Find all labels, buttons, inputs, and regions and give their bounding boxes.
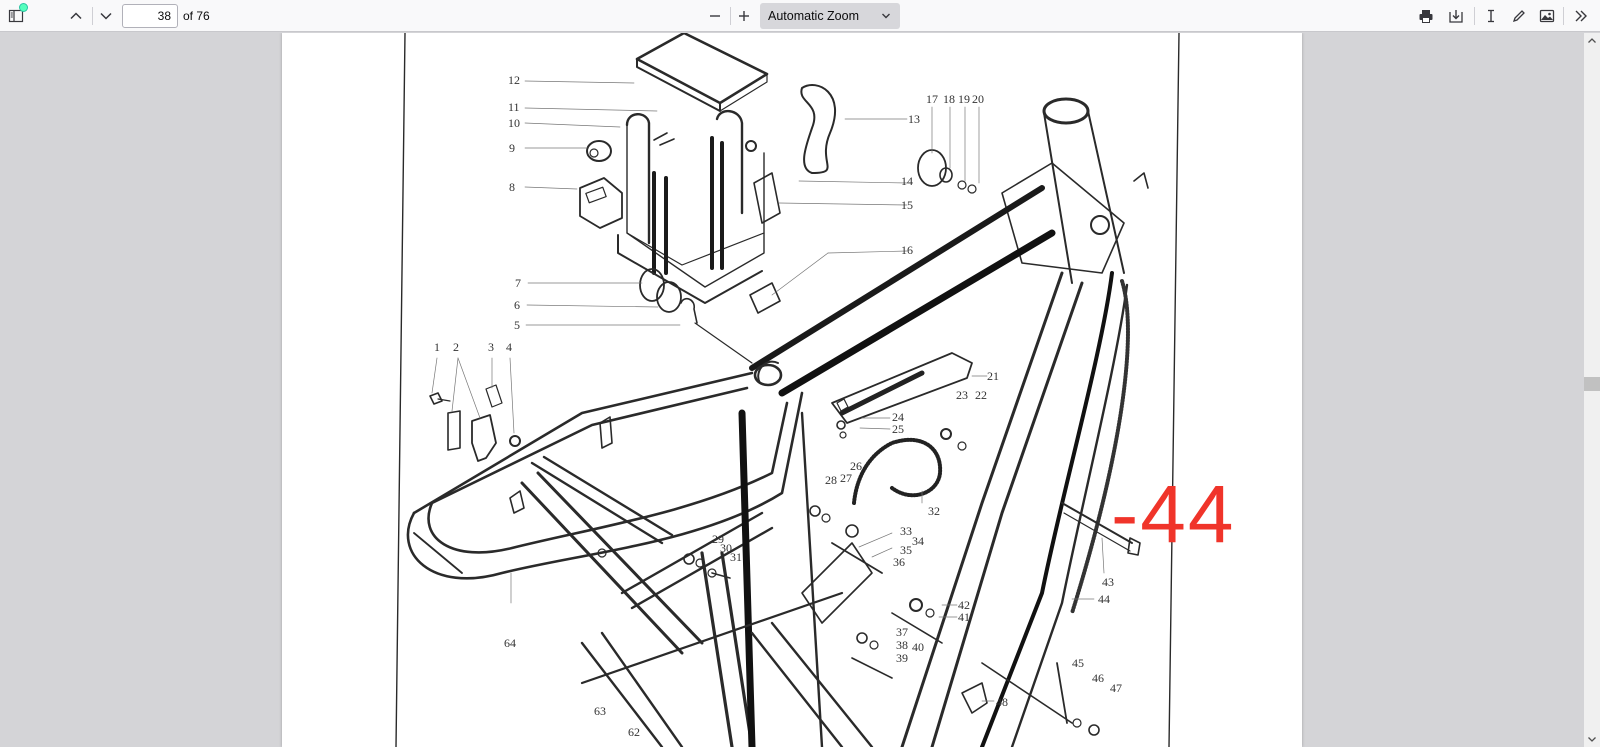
part-label: 32 — [928, 504, 940, 518]
part-label: 8 — [509, 180, 515, 194]
zoom-select[interactable]: Automatic Zoom — [760, 3, 900, 29]
handwritten-annotation: -44 — [1111, 469, 1236, 560]
part-label: 40 — [912, 640, 924, 654]
toolbar-separator — [92, 7, 93, 25]
toolbar-separator — [1563, 7, 1564, 25]
download-button[interactable] — [1443, 3, 1469, 29]
image-icon — [1539, 9, 1555, 23]
vertical-scrollbar[interactable] — [1584, 33, 1600, 747]
toolbar-separator — [1474, 7, 1475, 25]
notification-dot — [20, 4, 27, 11]
document-viewer[interactable]: 12 11 10 9 8 7 6 5 1 2 3 4 13 14 15 16 1… — [0, 33, 1600, 747]
part-label: 63 — [594, 704, 606, 718]
part-label: 36 — [893, 555, 905, 569]
part-label: 1 — [434, 340, 440, 354]
part-label: 16 — [901, 243, 913, 257]
part-label: 4 — [506, 340, 512, 354]
chevron-up-icon — [70, 12, 82, 20]
part-label: 46 — [1092, 671, 1104, 685]
part-label: 43 — [1102, 575, 1114, 589]
zoom-out-button[interactable] — [702, 3, 728, 29]
printer-icon — [1419, 10, 1433, 23]
part-label: 3 — [488, 340, 494, 354]
part-label: 29 — [712, 532, 724, 546]
sidebar-icon — [8, 9, 24, 23]
part-label: 45 — [1072, 656, 1084, 670]
part-label: 22 — [975, 388, 987, 402]
part-label: 20 — [972, 92, 984, 106]
part-label: 25 — [892, 422, 904, 436]
part-label: 7 — [515, 276, 521, 290]
part-label: 21 — [987, 369, 999, 383]
page-count-label: of 76 — [183, 9, 210, 23]
pdf-toolbar: of 76 Automatic Zoom — [0, 0, 1600, 32]
text-tool-button[interactable] — [1478, 3, 1504, 29]
part-label: 62 — [628, 725, 640, 739]
part-label: 33 — [900, 524, 912, 538]
toolbar-separator — [730, 7, 731, 25]
part-label: 39 — [896, 651, 908, 665]
part-label: 23 — [956, 388, 968, 402]
part-label: 37 — [896, 625, 908, 639]
part-label: 28 — [825, 473, 837, 487]
part-label: 18 — [943, 92, 955, 106]
part-label: 2 — [453, 340, 459, 354]
part-label: 35 — [900, 543, 912, 557]
pencil-icon — [1512, 10, 1525, 23]
print-button[interactable] — [1413, 3, 1439, 29]
pdf-page: 12 11 10 9 8 7 6 5 1 2 3 4 13 14 15 16 1… — [282, 33, 1302, 747]
tools-menu-button[interactable] — [1568, 3, 1594, 29]
image-tool-button[interactable] — [1534, 3, 1560, 29]
sidebar-toggle-button[interactable] — [3, 3, 29, 29]
part-label: 48 — [996, 695, 1008, 709]
chevron-down-icon — [100, 12, 112, 20]
part-label: 44 — [1098, 592, 1110, 606]
part-label: 34 — [912, 534, 924, 548]
part-label: 19 — [958, 92, 970, 106]
zoom-select-label: Automatic Zoom — [768, 9, 860, 23]
part-label: 6 — [514, 298, 520, 312]
part-label: 10 — [508, 116, 520, 130]
part-label: 24 — [892, 410, 904, 424]
part-label: 14 — [901, 174, 913, 188]
double-chevron-right-icon — [1575, 10, 1587, 22]
plus-icon — [739, 11, 749, 21]
minus-icon — [710, 15, 720, 17]
part-label: 41 — [958, 610, 970, 624]
chevron-down-icon — [882, 13, 890, 19]
part-label: 64 — [504, 636, 516, 650]
part-label: 26 — [850, 459, 862, 473]
download-icon — [1449, 10, 1463, 23]
previous-page-button[interactable] — [63, 3, 89, 29]
part-label: 5 — [514, 318, 520, 332]
part-label: 42 — [958, 598, 970, 612]
page-number-input[interactable] — [122, 4, 178, 28]
part-label: 30 — [720, 541, 732, 555]
scroll-down-arrow-icon[interactable] — [1587, 734, 1597, 744]
part-label: 38 — [896, 638, 908, 652]
draw-tool-button[interactable] — [1506, 3, 1532, 29]
part-label: 17 — [926, 92, 938, 106]
part-label: 11 — [508, 100, 520, 114]
zoom-in-button[interactable] — [731, 3, 757, 29]
part-label: 15 — [901, 198, 913, 212]
scroll-up-arrow-icon[interactable] — [1587, 36, 1597, 46]
part-label: 27 — [840, 471, 852, 485]
part-label: 47 — [1110, 681, 1122, 695]
part-label: 13 — [908, 112, 920, 126]
next-page-button[interactable] — [93, 3, 119, 29]
text-cursor-icon — [1488, 9, 1494, 23]
part-label: 12 — [508, 73, 520, 87]
exploded-frame-diagram — [395, 33, 1180, 747]
part-label: 31 — [730, 550, 742, 564]
part-label: 9 — [509, 141, 515, 155]
scrollbar-thumb[interactable] — [1584, 377, 1600, 391]
